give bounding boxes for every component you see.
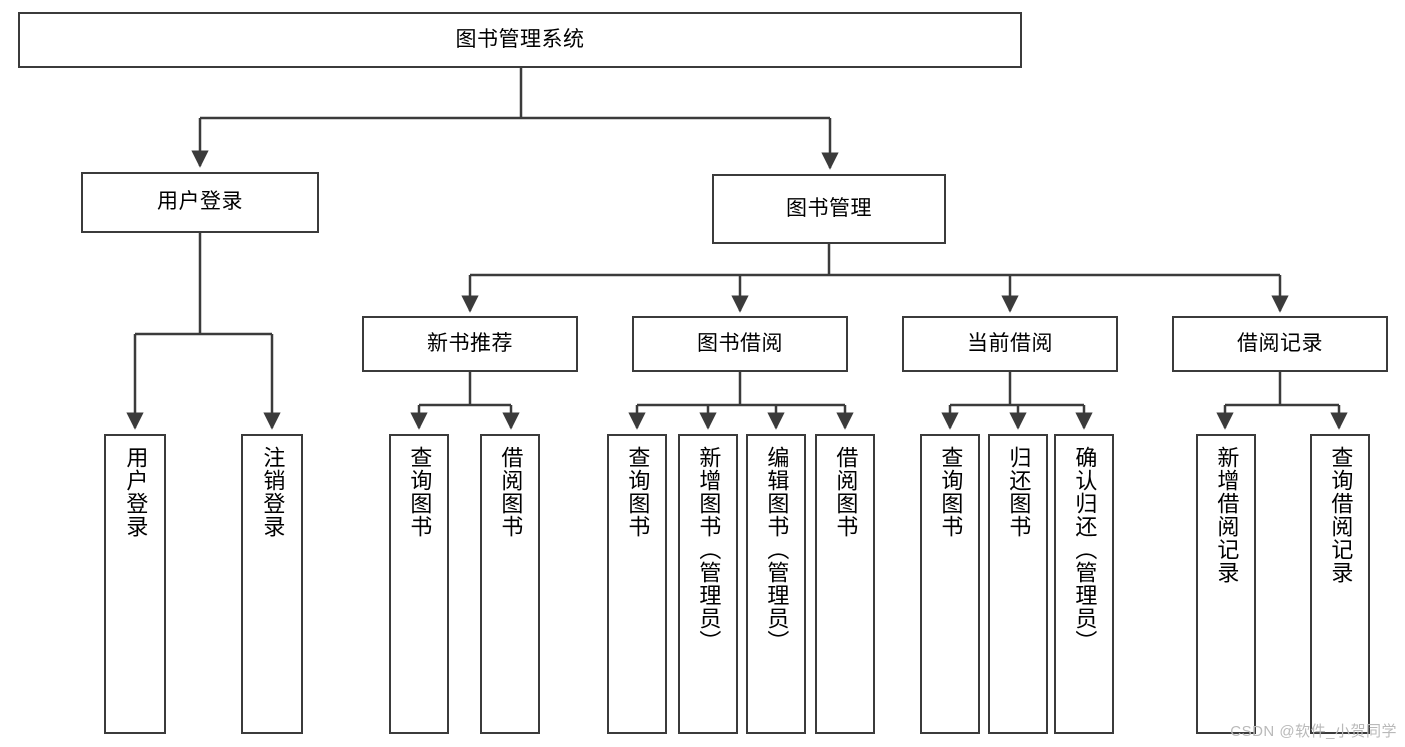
watermark: CSDN @软件_小贺同学 (1230, 723, 1397, 740)
node-label: 新书推荐 (427, 331, 513, 355)
node-label: 图书管理系统 (455, 27, 585, 51)
node-label: 当前借阅 (967, 331, 1053, 355)
node-book-borrow[interactable]: 图书借阅 (632, 316, 848, 372)
node-book-management[interactable]: 图书管理 (712, 174, 946, 244)
leaf-current-borrow-return[interactable]: 归还图书 (988, 434, 1048, 734)
node-root-system[interactable]: 图书管理系统 (18, 12, 1022, 68)
node-borrow-record[interactable]: 借阅记录 (1172, 316, 1388, 372)
node-label: 查询图书 (407, 446, 433, 538)
leaf-borrow-record-add[interactable]: 新增借阅记录 (1196, 434, 1256, 734)
node-label: 编辑图书（管理员） (764, 446, 790, 653)
node-new-book-recommend[interactable]: 新书推荐 (362, 316, 578, 372)
leaf-user-login-login[interactable]: 用户登录 (104, 434, 166, 734)
leaf-book-borrow-query[interactable]: 查询图书 (607, 434, 667, 734)
node-label: 新增借阅记录 (1214, 446, 1240, 584)
node-label: 查询图书 (938, 446, 964, 538)
node-label: 用户登录 (123, 446, 149, 538)
node-label: 新增图书（管理员） (696, 446, 722, 653)
node-label: 注销登录 (260, 446, 286, 538)
node-label: 用户登录 (157, 190, 243, 214)
node-label: 查询图书 (625, 446, 651, 538)
node-label: 借阅图书 (833, 446, 859, 538)
node-label: 确认归还（管理员） (1072, 446, 1098, 653)
node-label: 图书管理 (786, 196, 872, 220)
leaf-new-book-borrow[interactable]: 借阅图书 (480, 434, 540, 734)
node-current-borrow[interactable]: 当前借阅 (902, 316, 1118, 372)
node-label: 借阅记录 (1237, 331, 1323, 355)
leaf-current-borrow-confirm-return[interactable]: 确认归还（管理员） (1054, 434, 1114, 734)
leaf-book-borrow-edit[interactable]: 编辑图书（管理员） (746, 434, 806, 734)
node-label: 查询借阅记录 (1328, 446, 1354, 584)
leaf-book-borrow-add[interactable]: 新增图书（管理员） (678, 434, 738, 734)
leaf-book-borrow-borrow[interactable]: 借阅图书 (815, 434, 875, 734)
leaf-user-login-logout[interactable]: 注销登录 (241, 434, 303, 734)
node-label: 图书借阅 (697, 331, 783, 355)
leaf-new-book-query[interactable]: 查询图书 (389, 434, 449, 734)
leaf-current-borrow-query[interactable]: 查询图书 (920, 434, 980, 734)
node-user-login[interactable]: 用户登录 (81, 172, 319, 233)
leaf-borrow-record-query[interactable]: 查询借阅记录 (1310, 434, 1370, 734)
node-label: 归还图书 (1006, 446, 1032, 538)
node-label: 借阅图书 (498, 446, 524, 538)
